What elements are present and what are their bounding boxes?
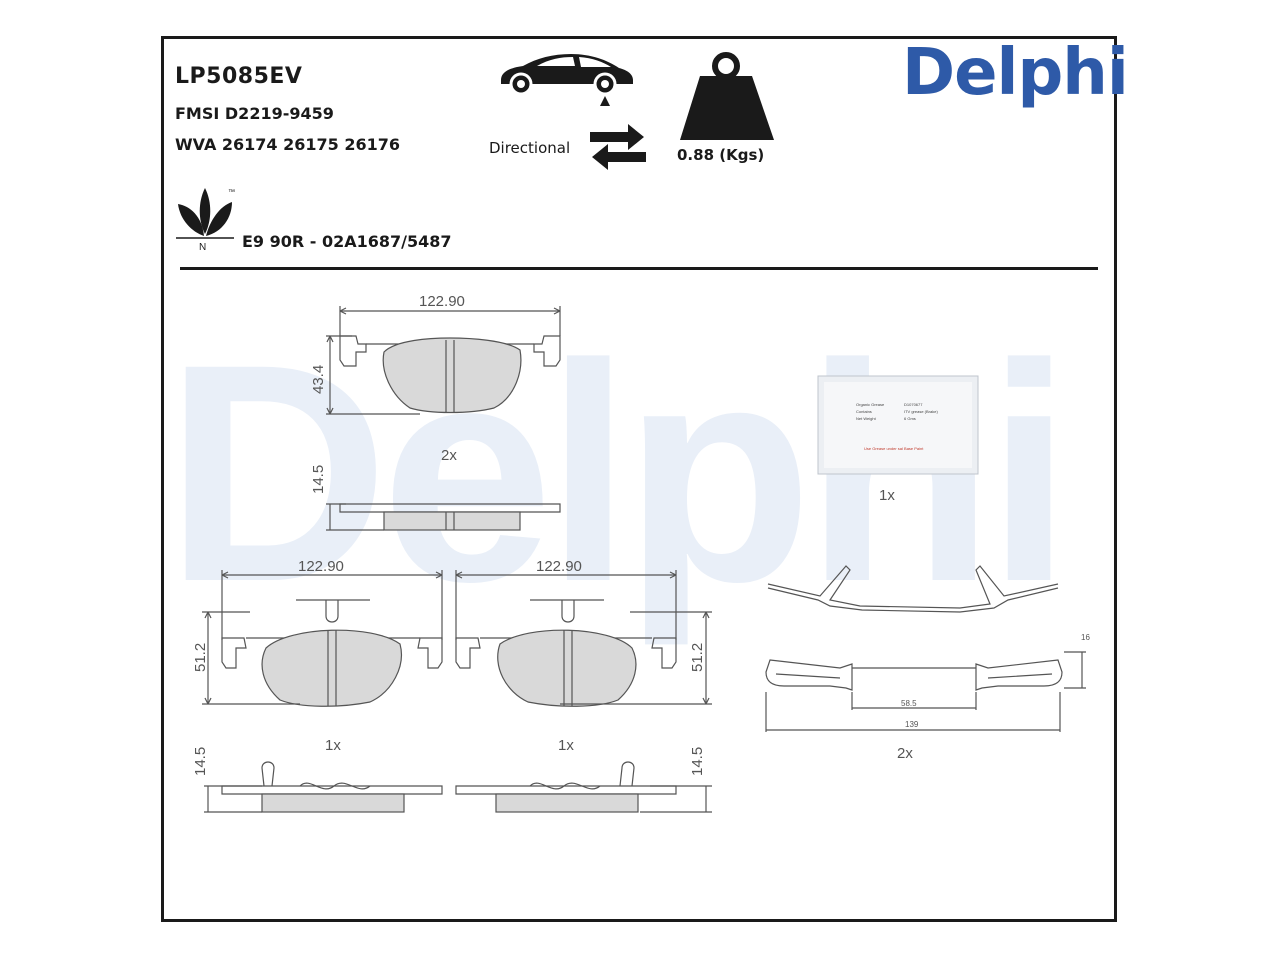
grease-value-3: 6 Gms (904, 416, 916, 421)
grease-value-2: ITV grease (Brake) (904, 409, 938, 414)
directional-arrows-icon (590, 124, 646, 170)
spring-front-view (765, 651, 1086, 732)
part-number: LP5085EV (175, 64, 303, 89)
wva-reference: WVA 26174 26175 26176 (175, 135, 401, 154)
right-pad-front-view (455, 570, 712, 707)
left-pad-side-view (204, 761, 443, 813)
delphi-logo: Delphi (902, 36, 1129, 110)
grease-value-1: D1070677 (904, 402, 923, 407)
grease-line-2: Contains (856, 409, 872, 414)
left-pad-width-dim: 122.90 (298, 558, 344, 575)
right-pad-height-dim: 51.2 (689, 643, 706, 672)
grease-line-1: Organic Grease (856, 402, 885, 407)
right-pad-thickness-dim: 14.5 (689, 747, 706, 776)
top-pad-thickness-dim: 14.5 (310, 465, 327, 494)
spring-inner-dim: 58.5 (901, 699, 917, 708)
right-pad-width-dim: 122.90 (536, 558, 582, 575)
left-pad-front-view (202, 570, 443, 707)
top-pad-height-dim: 43.4 (310, 365, 327, 394)
grease-warning: Use Grease under sal Base Paint (864, 446, 924, 451)
spring-top-view (767, 565, 1059, 613)
spring-height-dim: 16 (1081, 633, 1090, 642)
spring-qty: 2x (897, 745, 913, 762)
grease-sachet: Organic Grease Contains Net Weight D1070… (817, 375, 979, 475)
left-pad-thickness-dim: 14.5 (192, 747, 209, 776)
header-divider (180, 267, 1098, 270)
left-pad-qty: 1x (325, 737, 341, 754)
weight-icon (680, 52, 774, 140)
right-pad-side-view (455, 761, 712, 813)
eco-mark-tm: ™ (228, 189, 235, 196)
right-pad-qty: 1x (558, 737, 574, 754)
fmsi-reference: FMSI D2219-9459 (175, 104, 334, 123)
eco-mark-letter: N (199, 242, 206, 253)
left-pad-height-dim: 51.2 (192, 643, 209, 672)
eco-leaf-icon: N ™ (176, 188, 235, 253)
grease-line-3: Net Weight (856, 416, 877, 421)
top-pad-side-view (326, 503, 561, 531)
top-pad-width-dim: 122.90 (419, 293, 465, 310)
rear-axle-car-icon (501, 54, 633, 106)
ece-r90-approval: E9 90R - 02A1687/5487 (242, 232, 452, 251)
spring-total-dim: 139 (905, 720, 919, 729)
grease-qty: 1x (879, 487, 895, 504)
datasheet-frame (161, 36, 1117, 922)
directional-label: Directional (489, 139, 571, 157)
weight-label: 0.88 (Kgs) (677, 146, 765, 164)
top-pad-front-view (326, 306, 561, 415)
top-pad-qty: 2x (441, 447, 457, 464)
